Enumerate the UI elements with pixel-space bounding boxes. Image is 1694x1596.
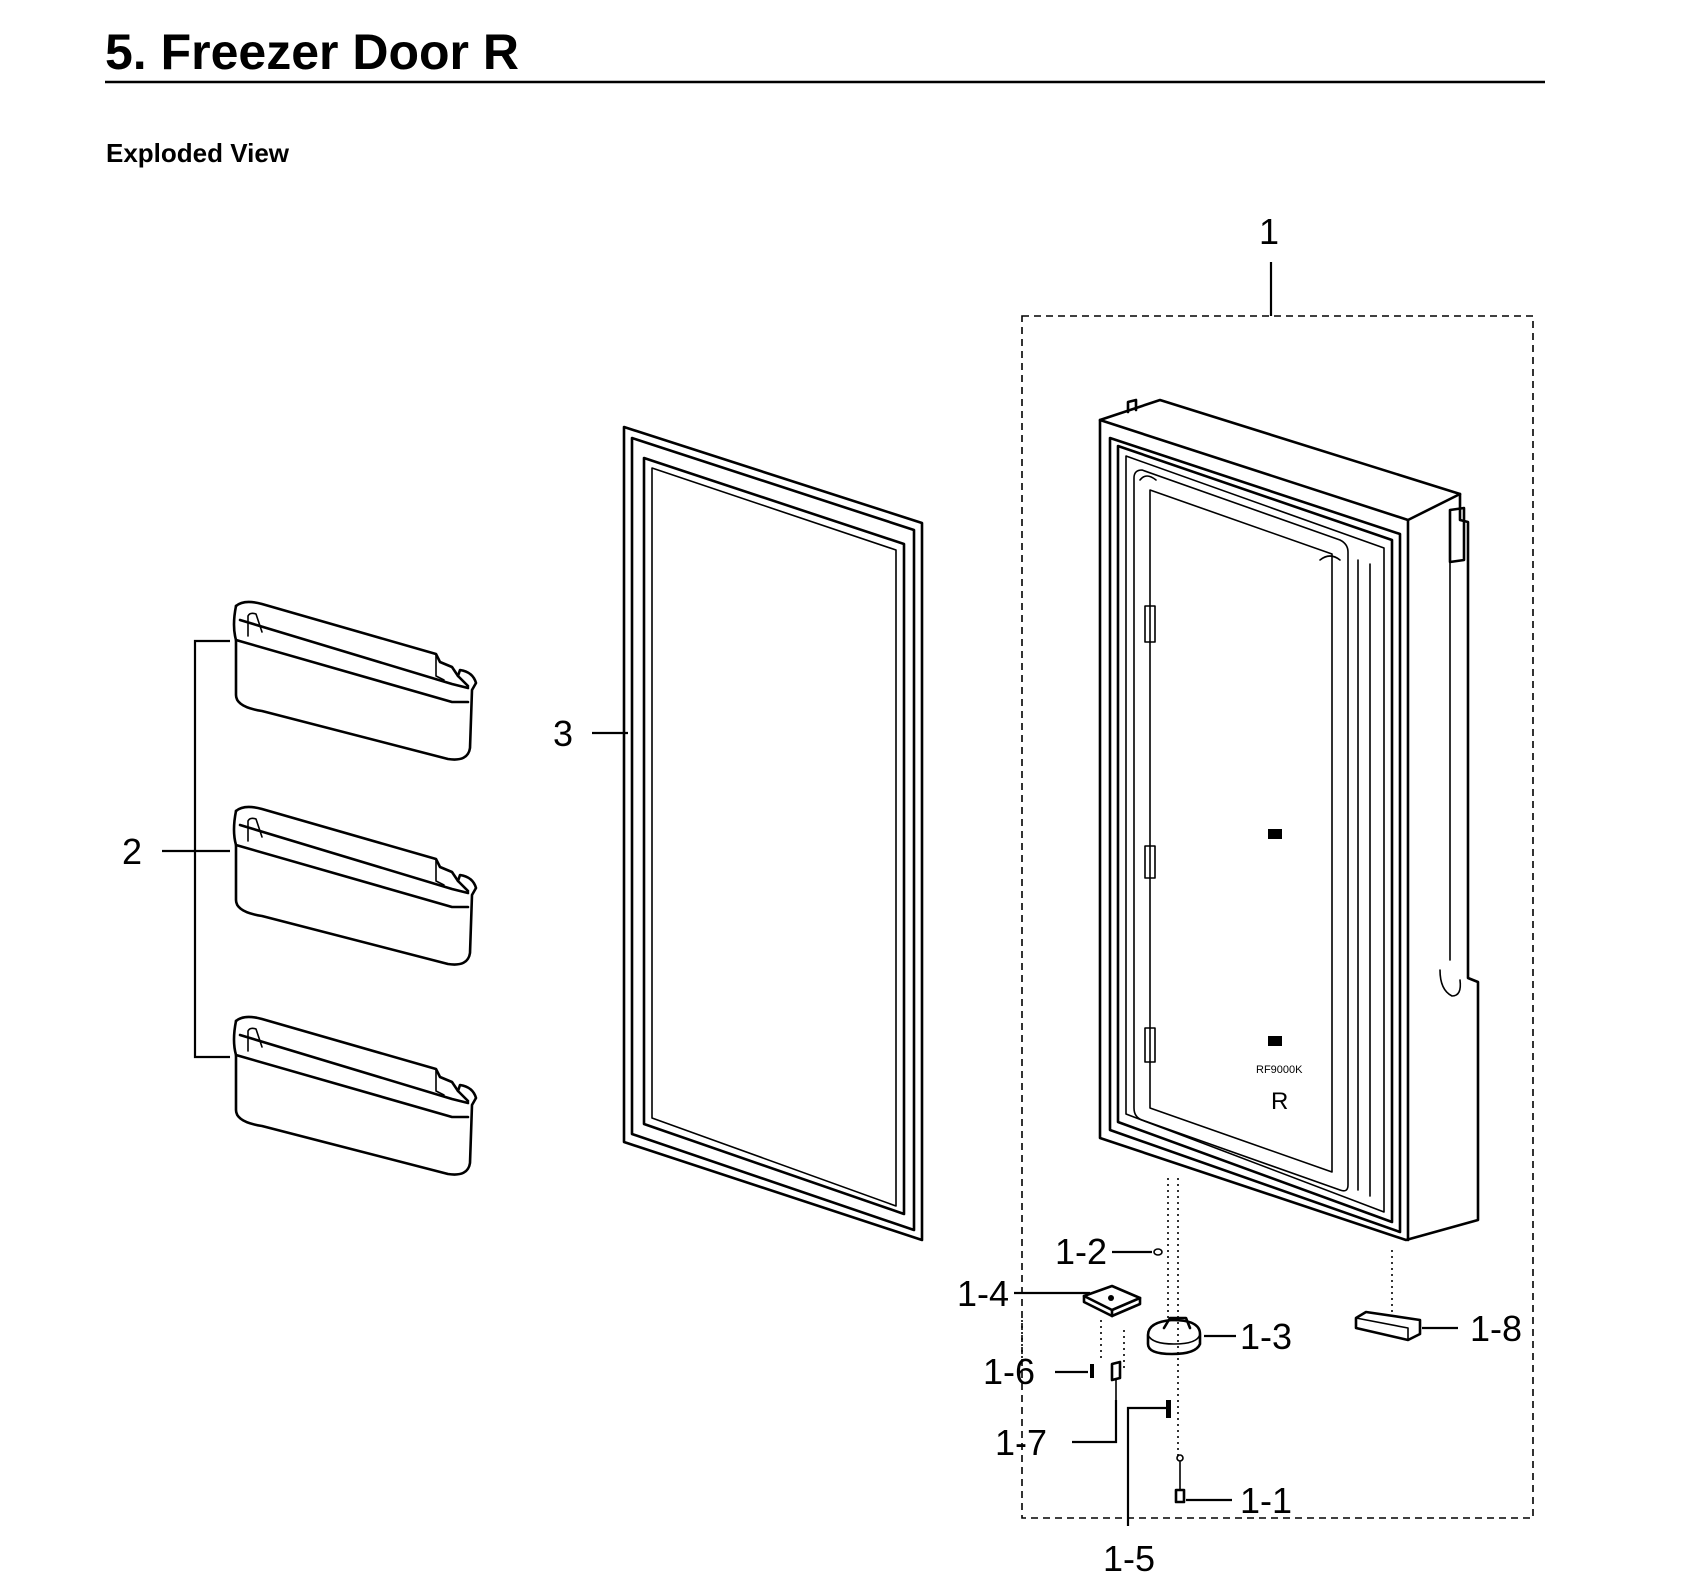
callout-3: 3 <box>553 713 573 754</box>
callout-1-1: 1-1 <box>1240 1480 1292 1521</box>
door-model-code: RF9000K <box>1256 1064 1303 1076</box>
section-subtitle: Exploded View <box>106 138 290 168</box>
clip-bottom <box>1144 1027 1156 1063</box>
freezer-door-body: RF9000K R <box>1098 398 1480 1242</box>
label-tag-2 <box>1268 1036 1282 1046</box>
part-1-2-washer <box>1153 1248 1163 1256</box>
callout-1: 1 <box>1259 211 1279 252</box>
callout-1-8: 1-8 <box>1470 1308 1522 1349</box>
page-title: 5. Freezer Door R <box>105 24 519 80</box>
part-1-5-screw <box>1166 1400 1171 1418</box>
label-tag-1 <box>1268 829 1282 839</box>
part-1-6-pin <box>1090 1364 1094 1378</box>
door-gasket <box>622 425 924 1242</box>
door-shelf-group <box>162 600 478 1176</box>
callout-1-6: 1-6 <box>983 1351 1035 1392</box>
shelf-bracket <box>193 639 230 1059</box>
assembly-dashed-box <box>1021 315 1534 1519</box>
clip-top <box>1144 605 1156 643</box>
door-shelf-middle <box>232 805 478 966</box>
callout-1-4: 1-4 <box>957 1273 1009 1314</box>
callout-1-2: 1-2 <box>1055 1231 1107 1272</box>
door-shelf-top <box>232 600 478 761</box>
part-1-4-hinge-plate <box>1082 1284 1142 1318</box>
callout-1-5: 1-5 <box>1103 1538 1155 1579</box>
part-1-3-hinge-cam <box>1146 1316 1202 1356</box>
part-1-8-hinge-cover <box>1354 1310 1422 1342</box>
callout-2: 2 <box>122 831 142 872</box>
part-1-7-bushing <box>1110 1360 1122 1401</box>
door-shelf-bottom <box>232 1015 478 1176</box>
clip-middle <box>1144 845 1156 879</box>
part-1-1-sensor <box>1174 1454 1186 1504</box>
leader-1-7 <box>1072 1400 1118 1444</box>
door-side-letter: R <box>1271 1088 1288 1115</box>
callout-1-3: 1-3 <box>1240 1316 1292 1357</box>
leader-1-5 <box>1126 1406 1166 1526</box>
callout-1-7: 1-7 <box>995 1422 1047 1463</box>
